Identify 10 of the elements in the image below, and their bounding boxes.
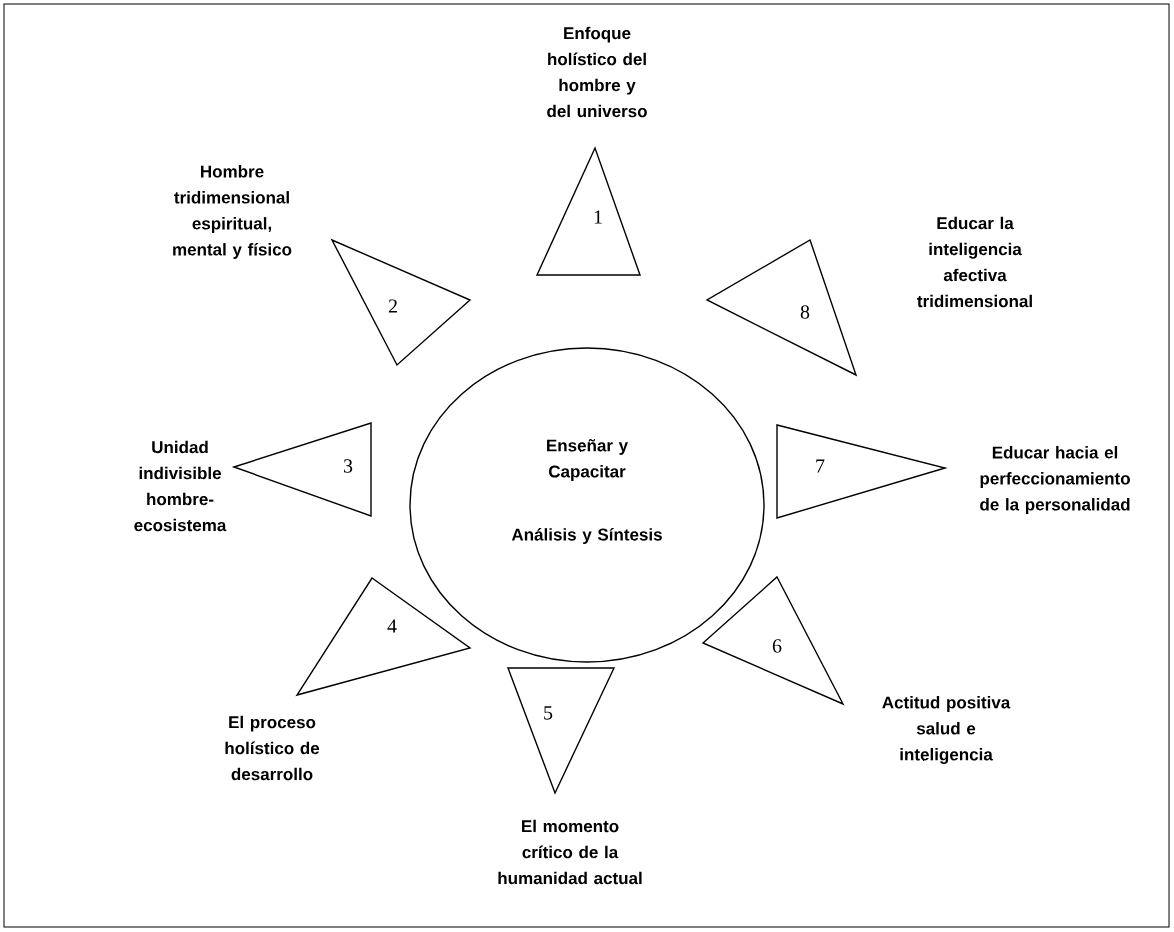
node-caption: Actitud positiva salud e inteligencia [882, 696, 1011, 764]
node-caption: El proceso holístico de desarrollo [225, 715, 320, 781]
node-caption: Enfoque holístico del hombre y del universo [547, 26, 647, 118]
node-caption: Hombre tridimensional espiritual, mental y físico [173, 165, 292, 259]
node-caption: Educar hacia el perfeccionamiento de la personalidad [980, 446, 1130, 514]
node-caption: Unidad indivisible hombre-ecosistema [134, 440, 227, 532]
center-text: Análisis y Síntesis [511, 528, 662, 544]
center-text: Enseñar y Capacitar [547, 439, 628, 481]
node-caption: El momento crítico de la humanidad actual [498, 819, 642, 885]
node-caption: Educar la inteligencia afectiva tridimensional [917, 216, 1032, 308]
